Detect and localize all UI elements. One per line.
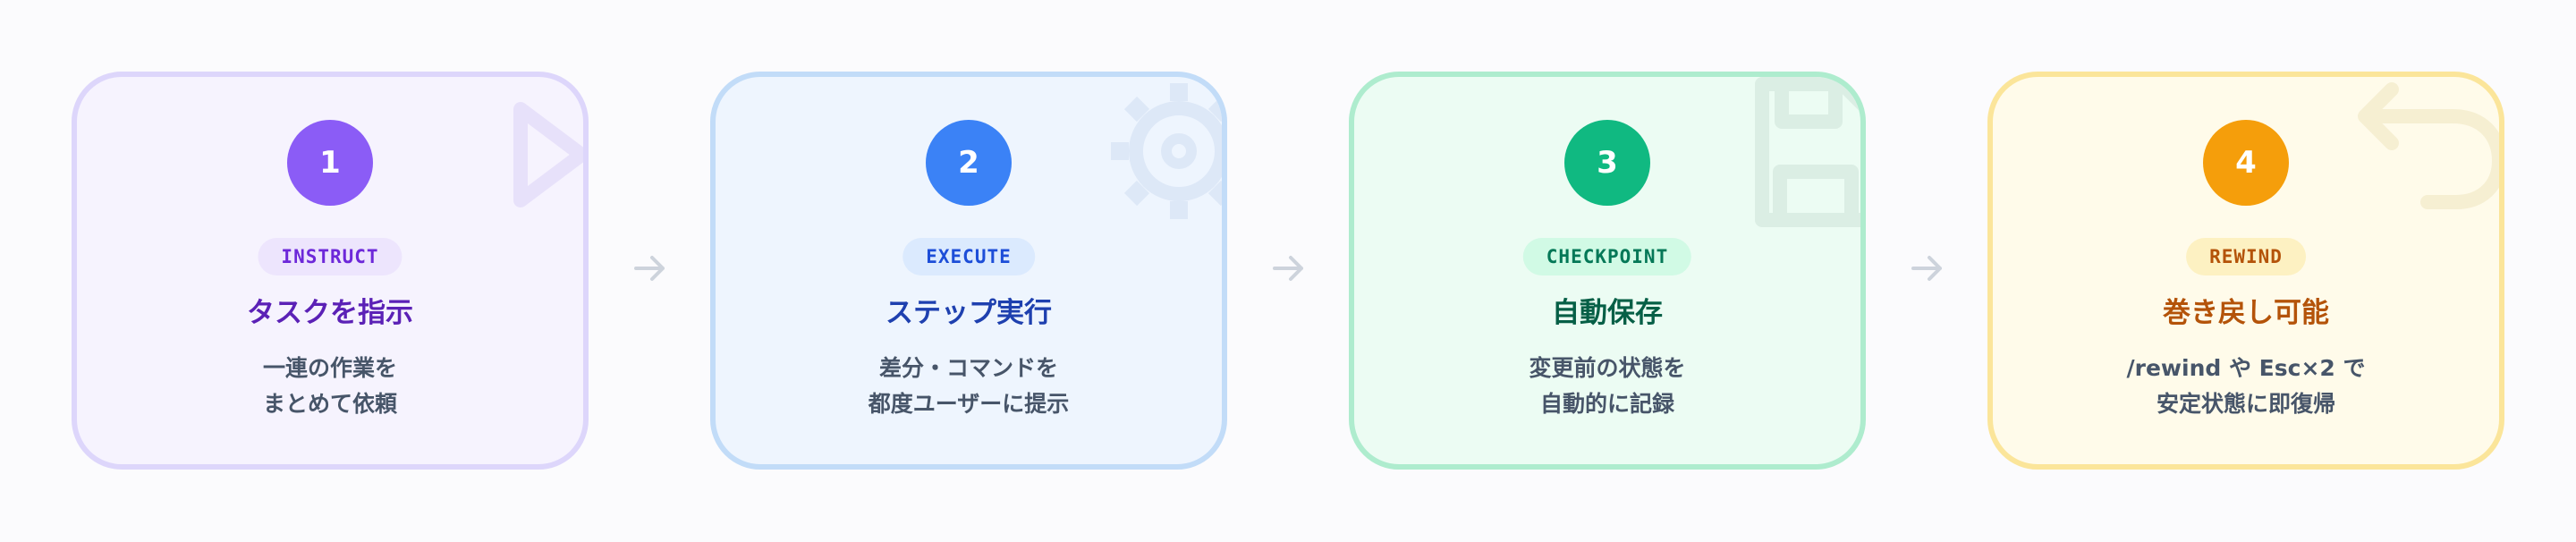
- undo-icon: [2347, 77, 2499, 229]
- step-title: 自動保存: [1552, 297, 1663, 329]
- arrow-right-icon: [631, 249, 670, 288]
- arrow-right-icon: [1908, 249, 1947, 288]
- step-description-line: 自動的に記録: [1539, 391, 1674, 417]
- step-number: 4: [2203, 120, 2289, 206]
- step-description: 差分・コマンドを 都度ユーザーに提示: [716, 351, 1222, 422]
- step-description-line: 安定状態に即復帰: [2156, 391, 2335, 417]
- step-description: 変更前の状態を 自動的に記録: [1354, 351, 1860, 422]
- step-card-instruct: 1 INSTRUCT タスクを指示 一連の作業を まとめて依頼: [72, 72, 589, 470]
- arrow-right-icon: [1269, 249, 1309, 288]
- step-description-line: 一連の作業を: [262, 355, 397, 381]
- step-tag: CHECKPOINT: [1522, 238, 1692, 275]
- gear-icon: [1070, 77, 1222, 229]
- step-description: /rewind や Esc×2 で 安定状態に即復帰: [1993, 351, 2499, 422]
- step-card-checkpoint: 3 CHECKPOINT 自動保存 変更前の状態を 自動的に記録: [1349, 72, 1866, 470]
- step-number: 1: [287, 120, 373, 206]
- step-tag: INSTRUCT: [258, 238, 402, 275]
- save-icon: [1708, 77, 1860, 229]
- step-description: 一連の作業を まとめて依頼: [77, 351, 583, 422]
- step-tag: REWIND: [2186, 238, 2306, 275]
- step-description-line: /rewind や Esc×2 で: [2126, 355, 2366, 381]
- step-description-line: 都度ユーザーに提示: [868, 391, 1070, 417]
- step-title: タスクを指示: [247, 297, 413, 329]
- step-number: 3: [1564, 120, 1650, 206]
- step-title: 巻き戻し可能: [2163, 297, 2329, 329]
- play-icon: [431, 77, 583, 229]
- step-card-execute: 2 EXECUTE ステップ実行 差分・コマンドを 都度ユーザーに提示: [710, 72, 1227, 470]
- step-number: 2: [926, 120, 1012, 206]
- step-description-line: 差分・コマンドを: [878, 355, 1058, 381]
- step-tag: EXECUTE: [902, 238, 1035, 275]
- step-description-line: 変更前の状態を: [1529, 355, 1686, 381]
- step-title: ステップ実行: [886, 297, 1052, 329]
- step-card-rewind: 4 REWIND 巻き戻し可能 /rewind や Esc×2 で 安定状態に即…: [1987, 72, 2504, 470]
- step-description-line: まとめて依頼: [262, 391, 397, 417]
